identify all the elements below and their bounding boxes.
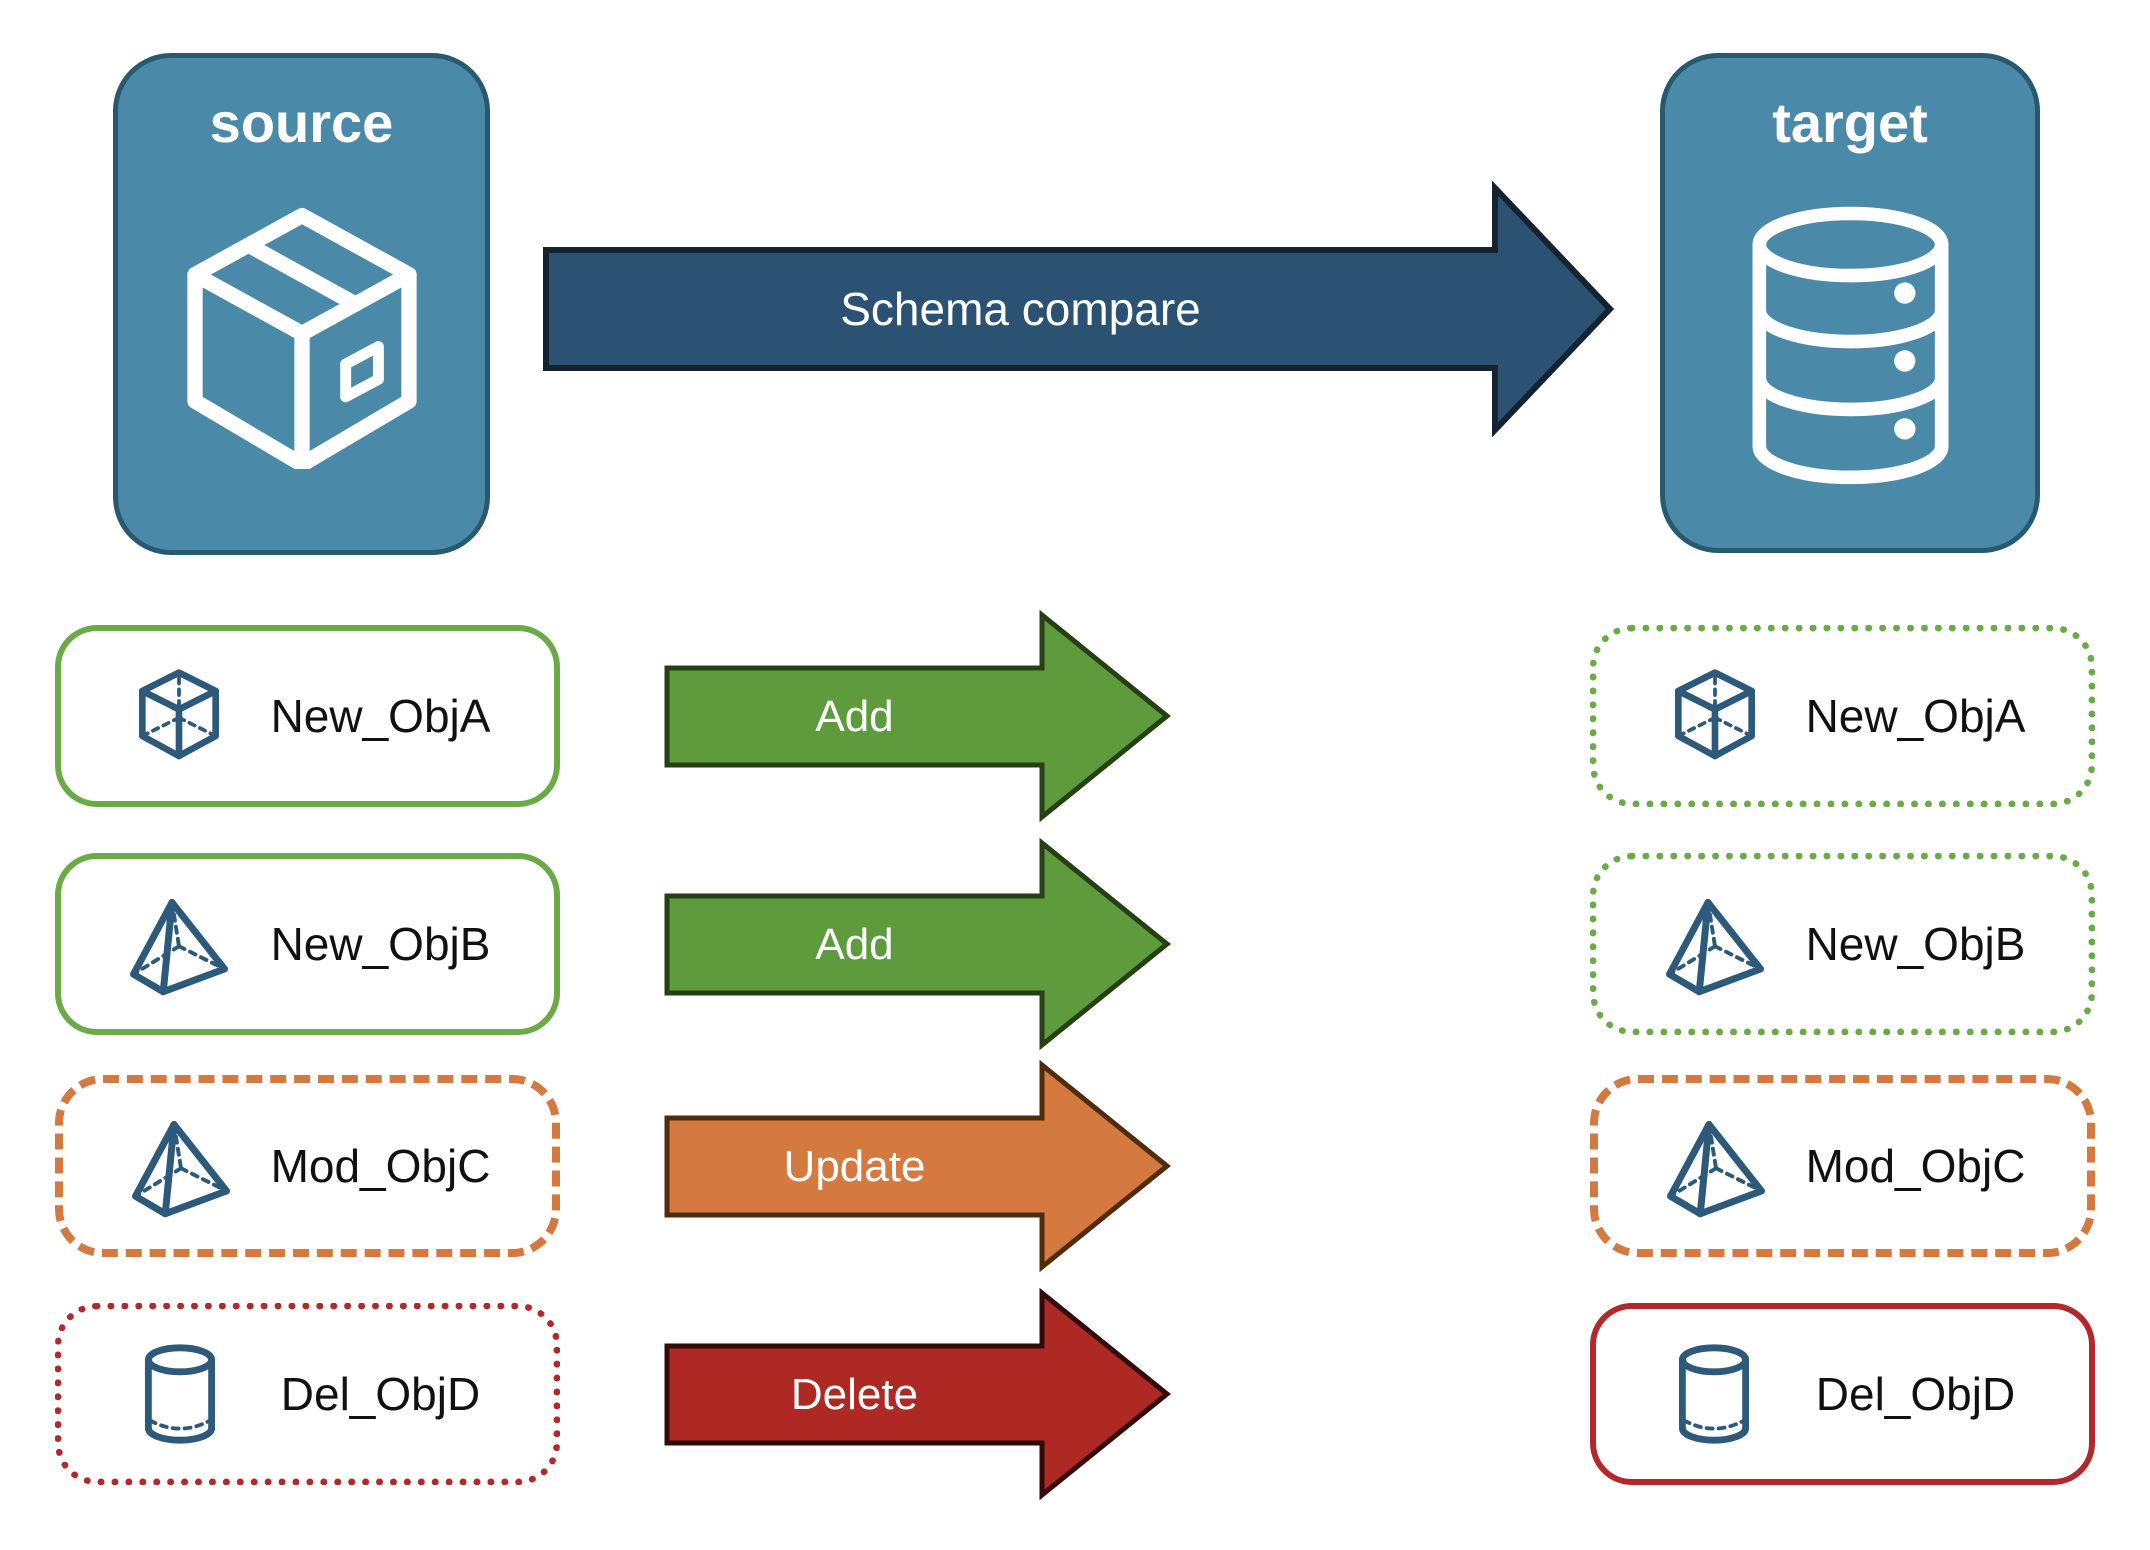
- delete-arrow-row4: [664, 1287, 1171, 1501]
- source-object-box-row2: New_ObjB: [55, 853, 560, 1035]
- cube-icon: [1659, 654, 1771, 778]
- object-label: Mod_ObjC: [1805, 1140, 2026, 1192]
- add-arrow-label-row1: Add: [815, 691, 894, 741]
- cube-icon: [123, 654, 235, 778]
- schema-compare-arrow: [543, 180, 1615, 438]
- source-node: source: [113, 53, 490, 555]
- object-label: New_ObjA: [1805, 690, 2026, 742]
- cylinder-icon: [1658, 1332, 1770, 1456]
- source-object-box-row4: Del_ObjD: [55, 1303, 560, 1485]
- target-node-label: target: [1772, 91, 1928, 154]
- target-node: target: [1660, 53, 2040, 553]
- source-object-box-row3: Mod_ObjC: [55, 1075, 560, 1257]
- add-arrow-row1: [664, 609, 1171, 823]
- target-object-box-row1: New_ObjA: [1590, 625, 2095, 807]
- target-object-box-row2: New_ObjB: [1590, 853, 2095, 1035]
- target-object-box-row3: Mod_ObjC: [1590, 1075, 2095, 1257]
- object-label: Del_ObjD: [280, 1368, 481, 1420]
- add-arrow-label-row2: Add: [815, 919, 894, 969]
- source-node-label: source: [209, 91, 394, 154]
- cylinder-icon: [124, 1332, 236, 1456]
- pyramid-icon: [1659, 882, 1771, 1006]
- database-icon: [1734, 198, 1967, 489]
- add-arrow-row2: [664, 837, 1171, 1051]
- package-icon: [171, 198, 433, 472]
- pyramid-icon: [123, 882, 235, 1006]
- object-label: New_ObjB: [270, 918, 491, 970]
- target-object-box-row4: Del_ObjD: [1590, 1303, 2095, 1485]
- object-label: New_ObjB: [1805, 918, 2026, 970]
- pyramid-icon: [1660, 1104, 1772, 1228]
- pyramid-icon: [125, 1104, 237, 1228]
- update-arrow-label-row3: Update: [783, 1141, 926, 1191]
- object-label: New_ObjA: [270, 690, 491, 742]
- schema-compare-arrow-label: Schema compare: [840, 282, 1201, 335]
- update-arrow-row3: [664, 1059, 1171, 1273]
- delete-arrow-label-row4: Delete: [790, 1369, 919, 1419]
- source-object-box-row1: New_ObjA: [55, 625, 560, 807]
- object-label: Mod_ObjC: [270, 1140, 491, 1192]
- object-label: Del_ObjD: [1815, 1368, 2016, 1420]
